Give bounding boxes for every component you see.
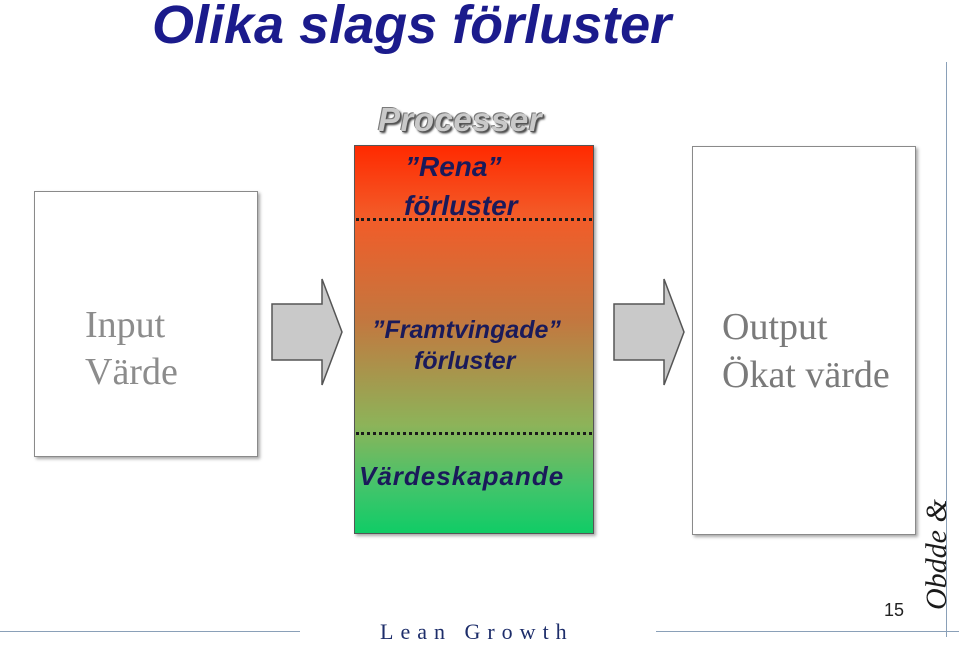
value-creating-label: Värdeskapande [359,461,565,491]
dotted-divider-top [356,218,592,221]
slide-title: Olika slags förluster [152,0,672,55]
output-label-line1: Output [722,306,828,348]
obdde-logo-icon: Obdde & Co [920,490,953,610]
input-label-line2: Värde [85,351,178,393]
right-arrow-icon [271,278,343,386]
process-box [354,145,594,534]
output-label-line2: Ökat värde [722,354,890,396]
input-label-line1: Input [85,304,166,346]
output-box [692,146,916,535]
footer-rule-left [0,631,300,632]
footer-rule-right [656,631,959,632]
input-box [34,191,258,457]
footer-brand: Lean Growth [380,619,574,644]
pure-waste-label-line1: ”Rena” [405,151,502,182]
svg-text:Obdde & Co: Obdde & Co [920,490,953,610]
vertical-rule [946,62,947,637]
pure-waste-label-line2: förluster [404,190,518,221]
right-arrow-icon [613,278,685,386]
forced-waste-label-line2: förluster [414,347,516,375]
forced-waste-label-line1: ”Framtvingade” [372,316,561,344]
process-heading: Processer [378,101,543,138]
dotted-divider-bottom [356,432,592,435]
page-number: 15 [884,600,905,620]
